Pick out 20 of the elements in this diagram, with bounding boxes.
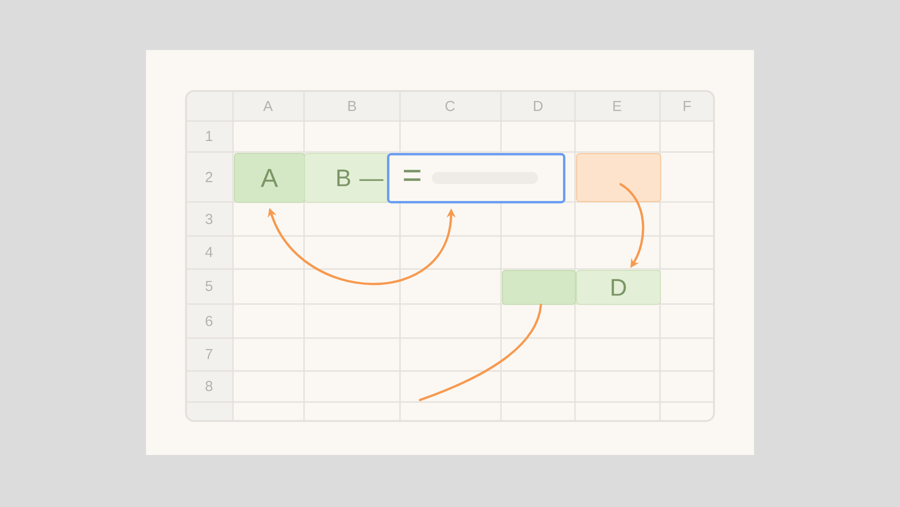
row-number: 3 [206,214,212,224]
highlighted-cell: A [234,153,305,203]
column-header: A [263,101,273,111]
row-number: 1 [206,131,212,141]
highlighted-cell [502,270,576,305]
row-number: 4 [205,247,213,257]
column-header: E [613,101,622,111]
highlighted-cell: D [576,270,661,305]
curved-line [418,304,542,402]
row-number: 8 [206,380,212,392]
row-number: 7 [206,349,212,359]
row-number: 2 [206,172,212,182]
row-number: 6 [206,316,212,326]
highlighted-cell [576,153,662,202]
column-header: B [348,101,356,111]
highlighted-cell: B — [304,153,390,203]
column-header: C [446,100,455,112]
row-number: 5 [206,280,212,292]
column-header: F [684,101,691,111]
column-header: D [534,101,543,111]
